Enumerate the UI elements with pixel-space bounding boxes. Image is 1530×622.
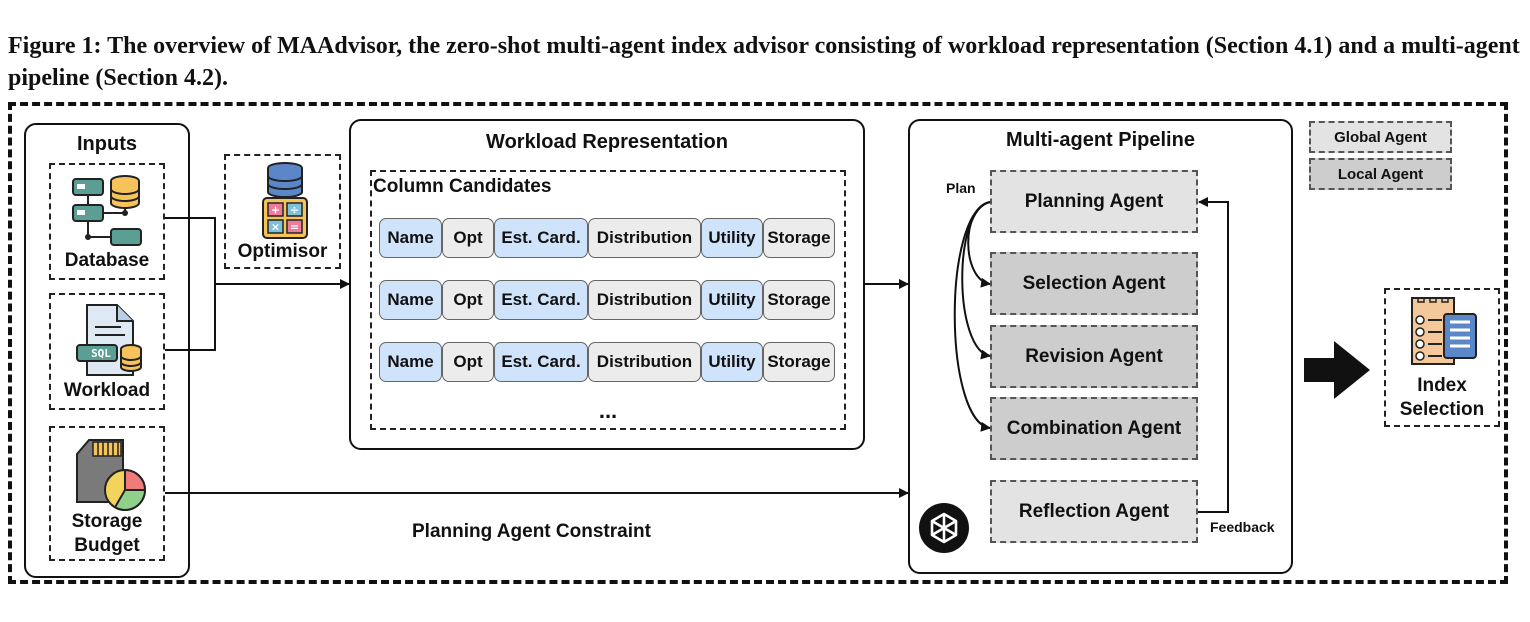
database-icon [72,175,142,246]
database-label: Database [64,250,150,271]
storage-budget-box: Storage Budget [49,426,165,561]
cell-utility: Utility [701,280,763,320]
figure-caption: Figure 1: The overview of MAAdvisor, the… [8,33,1520,91]
overview-frame [8,102,1508,584]
svg-text:÷: ÷ [290,204,299,217]
feedback-label: Feedback [1210,519,1275,535]
planning-agent: Planning Agent [990,170,1198,233]
plan-label: Plan [946,180,976,196]
reflection-agent: Reflection Agent [990,480,1198,543]
cell-est-card: Est. Card. [494,218,588,258]
storage-label-line2: Budget [74,535,140,556]
storage-label-line1: Storage [71,511,143,532]
more-rows-ellipsis: ... [598,398,618,423]
optimisor-box: + ÷ × = Optimisor [224,154,341,269]
index-selection-label-line1: Index [1417,375,1467,396]
cell-storage: Storage [763,342,835,382]
column-candidates-title: Column Candidates [373,176,552,197]
svg-text:=: = [290,221,299,234]
calculator-database-icon: + ÷ × = [262,162,308,239]
index-selection-label-line2: Selection [1399,399,1485,420]
selection-agent: Selection Agent [990,252,1198,315]
workload-label: Workload [63,380,151,401]
optimisor-label: Optimisor [237,241,328,262]
cell-est-card: Est. Card. [494,280,588,320]
cell-name: Name [379,280,442,320]
openai-logo-icon [919,503,969,553]
index-selection-box: Index Selection [1384,288,1500,427]
cell-est-card: Est. Card. [494,342,588,382]
multi-agent-pipeline-title: Multi-agent Pipeline [1006,129,1195,151]
legend-local-agent: Local Agent [1309,158,1452,190]
combination-agent: Combination Agent [990,397,1198,460]
cell-distribution: Distribution [588,218,701,258]
database-box: Database [49,163,165,280]
cell-opt: Opt [442,218,494,258]
index-document-icon [1411,297,1477,365]
cell-utility: Utility [701,342,763,382]
svg-text:+: + [271,204,280,217]
legend-global-agent: Global Agent [1309,121,1452,153]
cell-distribution: Distribution [588,342,701,382]
revision-agent: Revision Agent [990,325,1198,388]
sql-tag: SQL [91,347,111,360]
cell-storage: Storage [763,280,835,320]
cell-opt: Opt [442,280,494,320]
cell-name: Name [379,218,442,258]
planning-agent-constraint-label: Planning Agent Constraint [412,521,651,542]
inputs-title: Inputs [77,133,137,155]
cell-storage: Storage [763,218,835,258]
cell-distribution: Distribution [588,280,701,320]
workload-box: SQL Workload [49,293,165,410]
sql-file-icon [76,304,142,376]
cell-opt: Opt [442,342,494,382]
cell-utility: Utility [701,218,763,258]
svg-text:×: × [271,221,280,234]
workload-representation-title: Workload Representation [486,131,728,153]
cell-name: Name [379,342,442,382]
storage-chart-icon [76,439,147,511]
